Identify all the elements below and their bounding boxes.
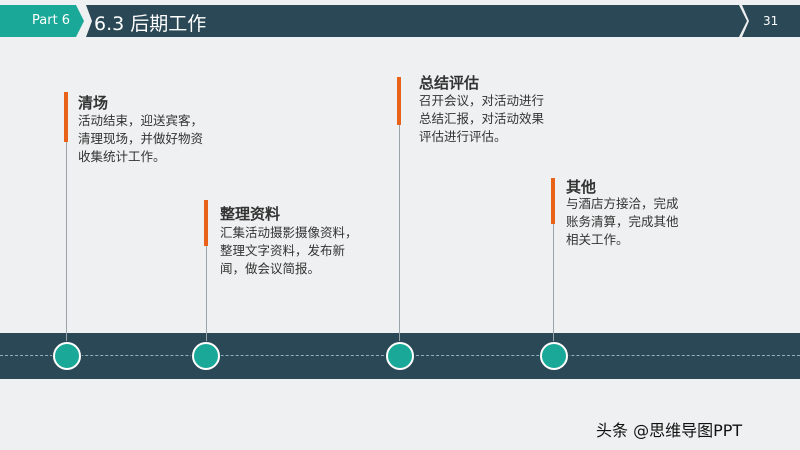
item-title-1: 清场: [78, 94, 109, 112]
accent-bar-3: [397, 77, 401, 125]
accent-bar-4: [551, 178, 555, 224]
title-bar: [86, 5, 747, 37]
item-desc-line: 整理文字资料，发布新: [220, 243, 346, 258]
item-desc-3: 召开会议，对活动进行 总结汇报，对活动效果 评估进行评估。: [419, 92, 544, 146]
item-desc-line: 活动结束，迎送宾客，: [78, 113, 204, 128]
item-title-2: 整理资料: [220, 205, 281, 223]
item-desc-line: 收集统计工作。: [78, 149, 166, 164]
page-title: 6.3 后期工作: [94, 13, 207, 35]
item-desc-line: 汇集活动摄影摄像资料，: [220, 225, 358, 240]
item-desc-line: 评估进行评估。: [419, 129, 507, 144]
item-desc-4: 与酒店方接洽，完成 账务清算，完成其他 相关工作。: [566, 195, 679, 249]
timeline-node-4: [540, 342, 568, 370]
timeline-stem-3: [399, 90, 400, 356]
item-desc-line: 相关工作。: [566, 232, 629, 247]
accent-bar-1: [64, 92, 68, 142]
item-desc-line: 清理现场，并做好物资: [78, 131, 204, 146]
item-desc-2: 汇集活动摄影摄像资料， 整理文字资料，发布新 闻，做会议简报。: [220, 224, 358, 278]
timeline-stem-1: [66, 118, 67, 356]
item-desc-line: 闻，做会议简报。: [220, 261, 321, 276]
item-desc-line: 总结汇报，对活动效果: [419, 111, 545, 126]
part-tab: [0, 5, 84, 37]
watermark-text: 头条 @思维导图PPT: [596, 421, 743, 440]
page-number: 31: [763, 14, 779, 28]
item-desc-line: 与酒店方接洽，完成: [566, 196, 679, 211]
part-label: Part 6: [32, 13, 71, 28]
timeline-stem-2: [206, 210, 207, 356]
item-title-4: 其他: [566, 178, 597, 196]
item-title-3: 总结评估: [419, 74, 480, 92]
timeline-stem-4: [553, 190, 554, 356]
item-desc-line: 召开会议，对活动进行: [419, 93, 545, 108]
page-number-bar: [742, 5, 800, 37]
accent-bar-2: [204, 200, 208, 246]
timeline-node-1: [53, 342, 81, 370]
timeline-node-2: [192, 342, 220, 370]
timeline-node-3: [386, 342, 414, 370]
item-desc-1: 活动结束，迎送宾客， 清理现场，并做好物资 收集统计工作。: [78, 112, 203, 166]
item-desc-line: 账务清算，完成其他: [566, 214, 679, 229]
header-bar: Part 6 6.3 后期工作 31: [0, 5, 800, 37]
